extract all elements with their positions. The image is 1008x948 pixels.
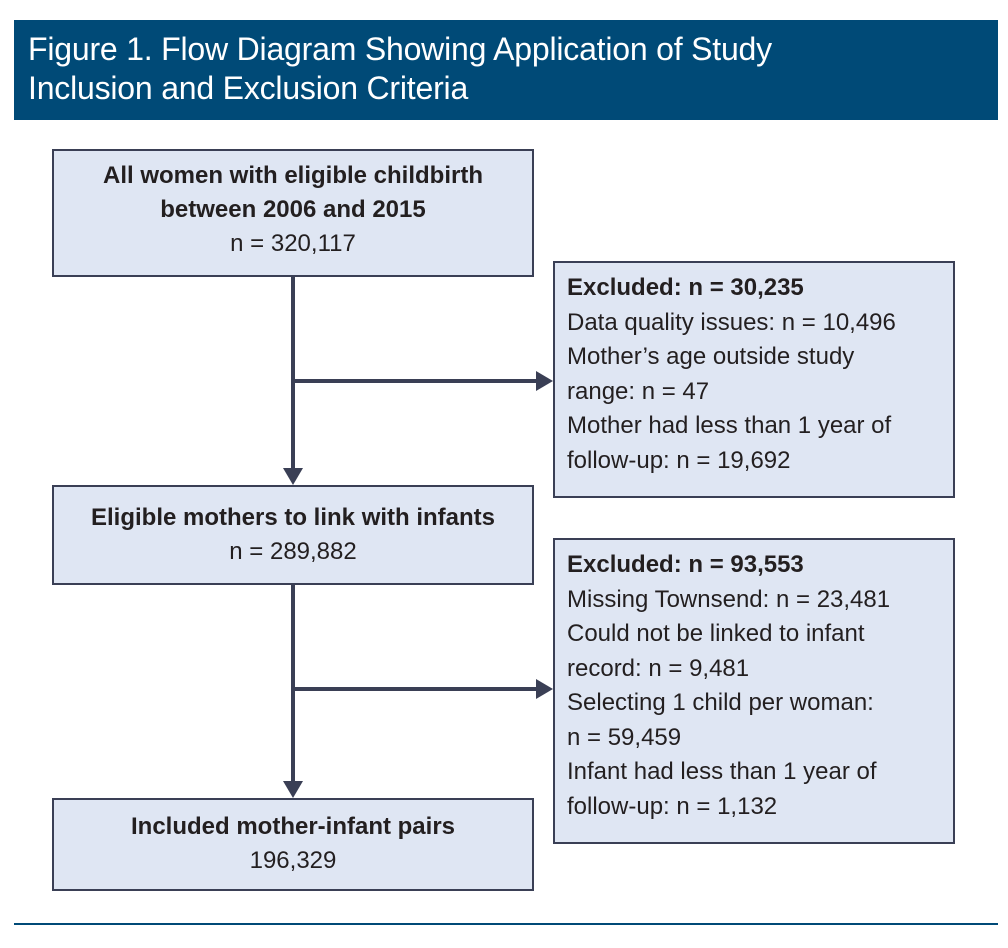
exclusion-box-1-line: Mother had less than 1 year of <box>567 412 892 439</box>
flow-box-included-pairs-count: 196,329 <box>249 847 337 874</box>
arrowhead-step3 <box>283 781 303 798</box>
figure-title-line-1: Figure 1. Flow Diagram Showing Applicati… <box>28 31 772 67</box>
flow-box-eligible-mothers: Eligible mothers to link with infants n … <box>52 485 534 585</box>
flow-box-all-women-count: n = 320,117 <box>230 230 356 257</box>
figure-title-line-2: Inclusion and Exclusion Criteria <box>28 70 469 106</box>
exclusion-box-1-line: range: n = 47 <box>567 377 710 405</box>
exclusion-box-2-line: n = 59,459 <box>567 723 682 751</box>
exclusion-box-2-line: Selecting 1 child per woman: <box>567 689 874 716</box>
exclusion-box-1: Excluded: n = 30,235 Data quality issues… <box>553 261 955 498</box>
flow-box-included-pairs: Included mother-infant pairs 196,329 <box>52 798 534 891</box>
footer-divider <box>14 923 998 925</box>
flow-box-included-pairs-label: Included mother-infant pairs <box>130 813 456 840</box>
exclusion-box-2-line: Infant had less than 1 year of <box>567 758 877 785</box>
arrowhead-exclusion-1 <box>536 371 553 391</box>
exclusion-box-2-line: Missing Townsend: n = 23,481 <box>567 585 891 613</box>
flow-box-all-women-label-2: between 2006 and 2015 <box>160 196 426 223</box>
flow-box-all-women-label-1: All women with eligible childbirth <box>102 162 483 189</box>
flow-box-all-women: All women with eligible childbirth betwe… <box>52 149 534 277</box>
figure-header: Figure 1. Flow Diagram Showing Applicati… <box>14 20 998 120</box>
arrowhead-exclusion-2 <box>536 679 553 699</box>
exclusion-box-1-line: Data quality issues: n = 10,496 <box>567 308 896 336</box>
flow-box-eligible-mothers-label: Eligible mothers to link with infants <box>90 504 496 531</box>
flow-box-eligible-mothers-count: n = 289,882 <box>229 538 357 565</box>
exclusion-box-1-line: follow-up: n = 19,692 <box>567 446 791 474</box>
exclusion-box-2-line: Could not be linked to infant <box>567 620 865 647</box>
exclusion-box-2-heading: Excluded: n = 93,553 <box>567 551 804 578</box>
exclusion-box-1-heading: Excluded: n = 30,235 <box>567 274 804 301</box>
arrowhead-step2 <box>283 468 303 485</box>
exclusion-box-2-line: follow-up: n = 1,132 <box>567 792 778 820</box>
exclusion-box-1-line: Mother’s age outside study <box>567 343 855 370</box>
exclusion-box-2: Excluded: n = 93,553 Missing Townsend: n… <box>553 538 955 844</box>
exclusion-box-2-line: record: n = 9,481 <box>567 654 750 682</box>
